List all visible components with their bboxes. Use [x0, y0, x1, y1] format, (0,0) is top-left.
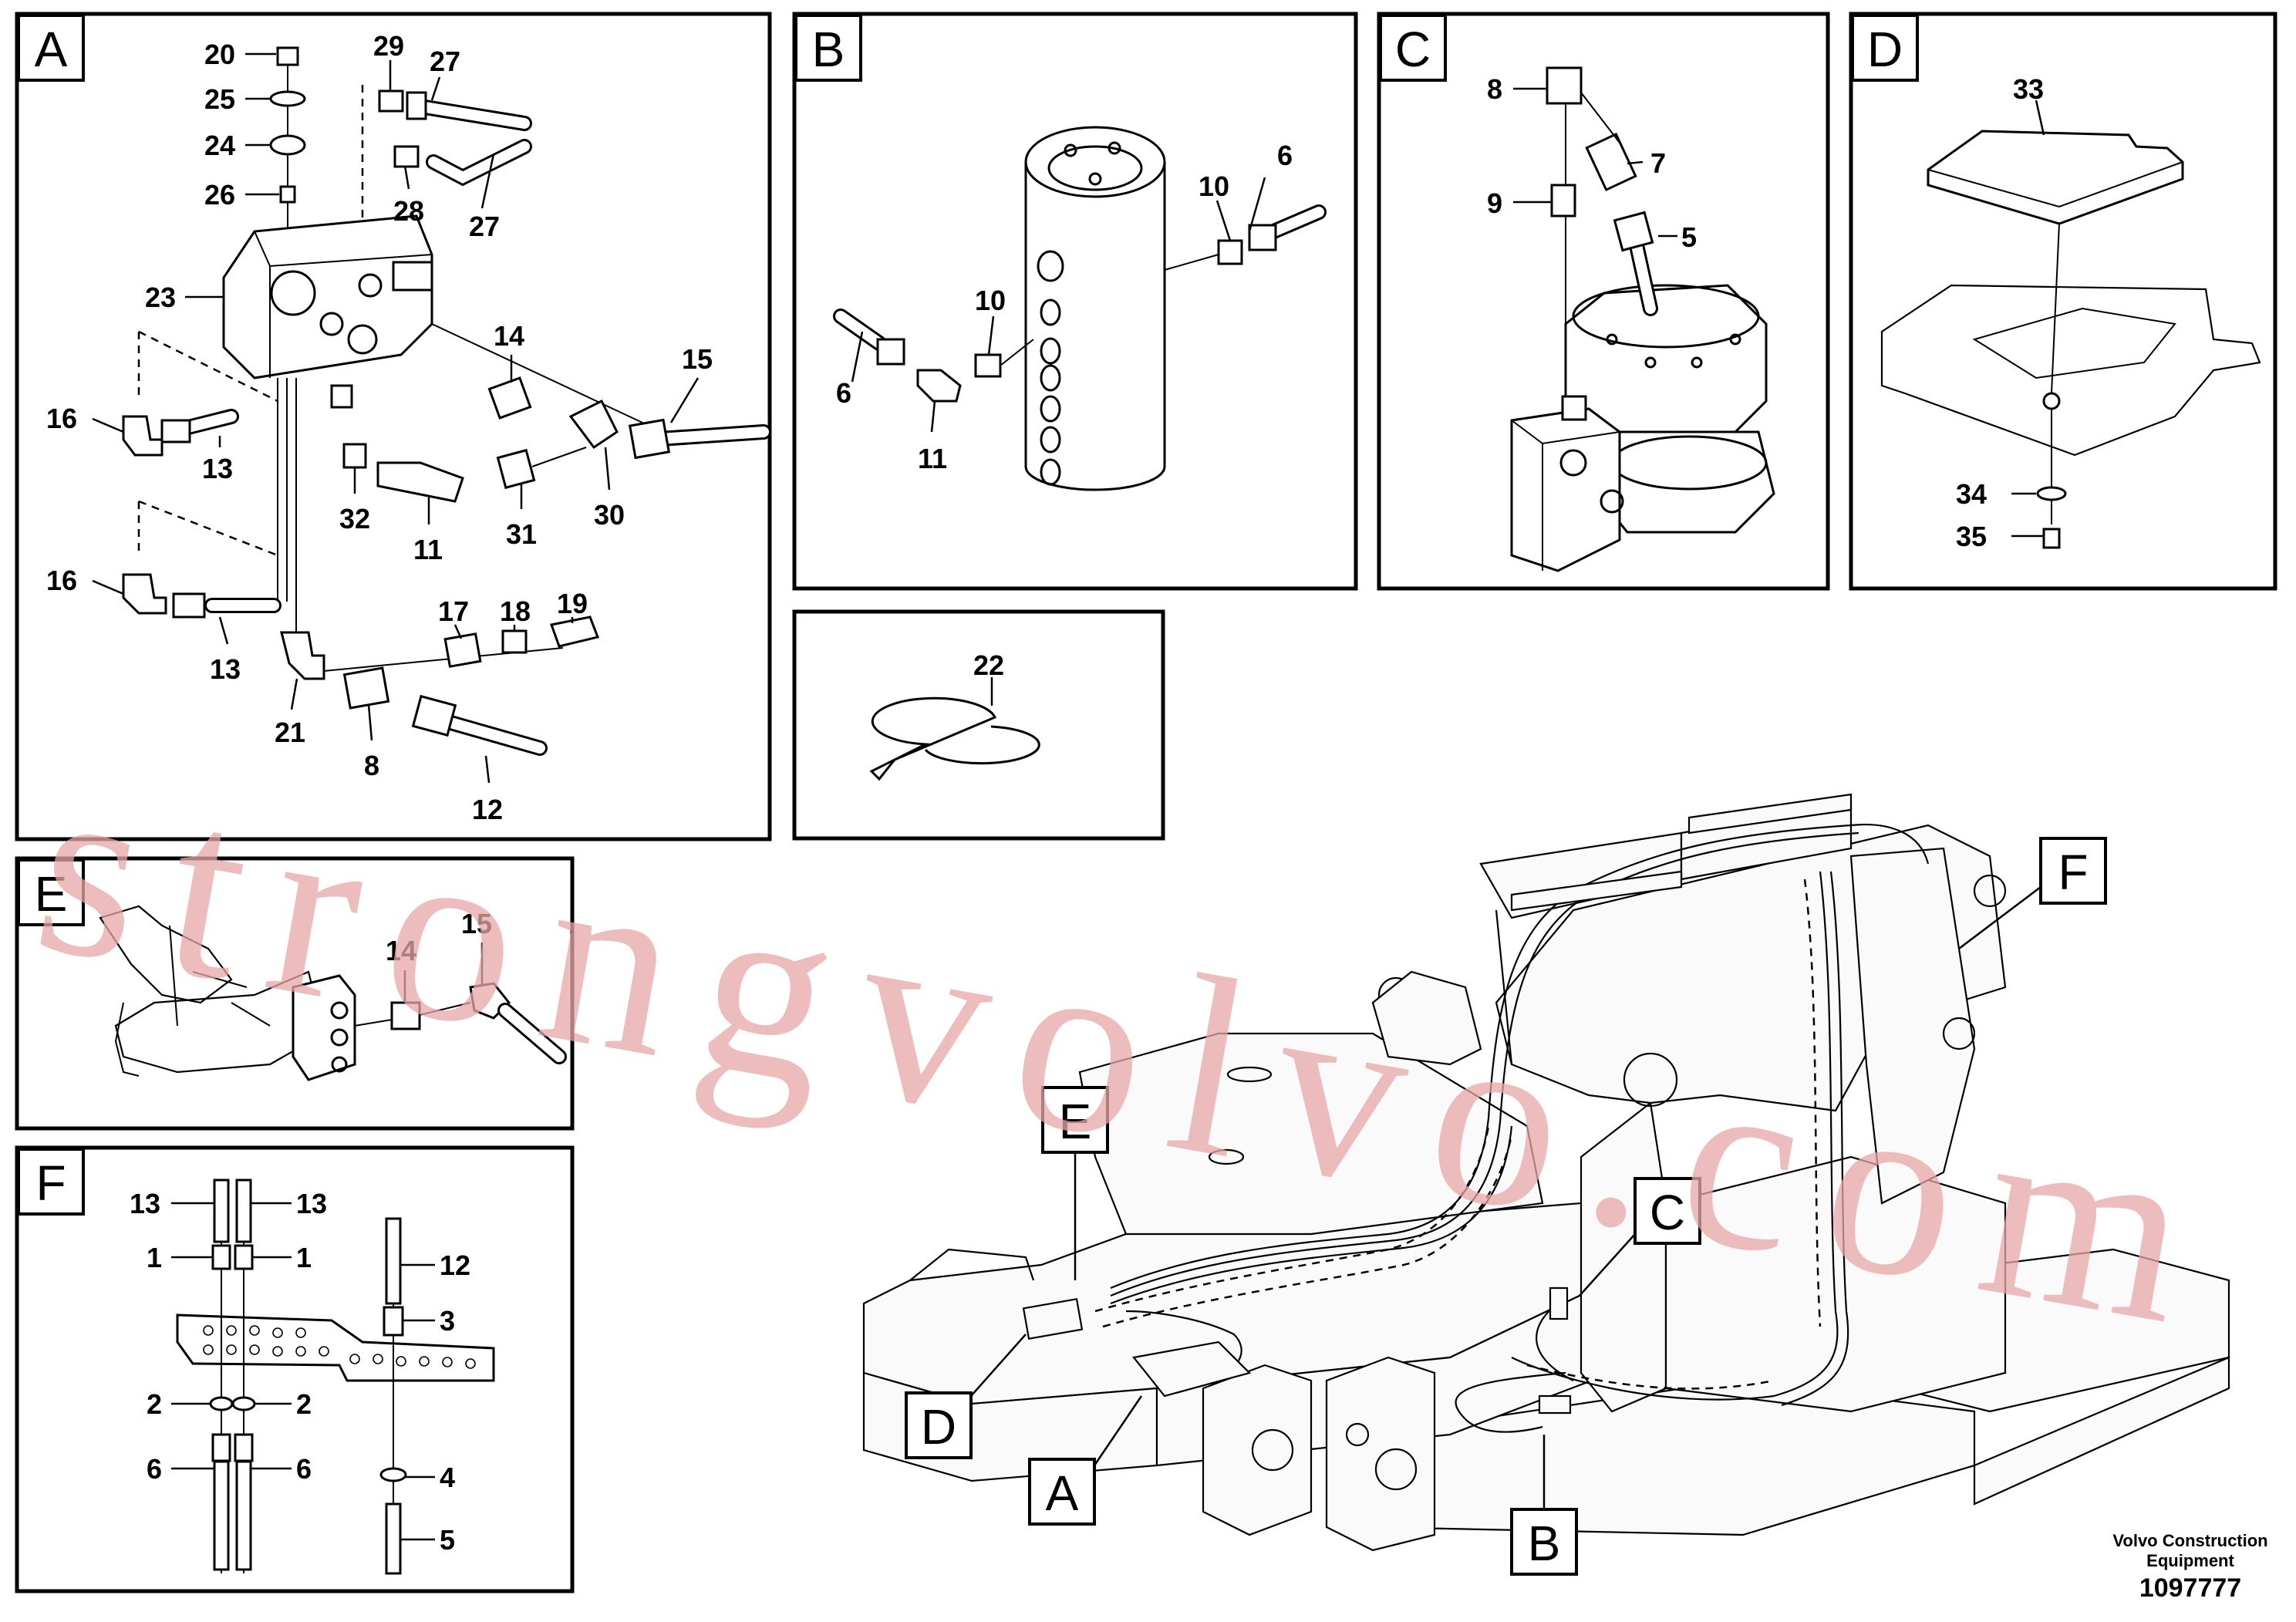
- callout-6-f-right: 6: [296, 1453, 312, 1485]
- callout-20: 20: [204, 39, 235, 70]
- panel-e: E 14 15: [15, 856, 575, 1131]
- callout-28: 28: [393, 195, 424, 227]
- callout-13-f-right: 13: [296, 1188, 327, 1219]
- callout-22: 22: [973, 649, 1004, 681]
- callout-15-e: 15: [461, 908, 492, 939]
- panel-f-letter: F: [35, 1155, 66, 1211]
- callout-12-f: 12: [440, 1249, 470, 1281]
- callout-29: 29: [373, 30, 404, 62]
- callout-2-right: 2: [296, 1388, 312, 1420]
- callout-8-c: 8: [1487, 73, 1502, 105]
- callout-32: 32: [339, 503, 370, 534]
- callout-16-lower: 16: [46, 565, 77, 596]
- panel-a-letter: A: [35, 22, 68, 77]
- callout-34: 34: [1956, 478, 1987, 510]
- fitting-stack-left: [209, 1179, 256, 1573]
- panel-d: D 33 34 35: [1849, 12, 2277, 591]
- fitting-stack-right: [379, 1217, 407, 1575]
- callout-30: 30: [594, 499, 625, 531]
- locator-a: A: [1046, 1465, 1079, 1521]
- callout-13-lower: 13: [210, 653, 241, 685]
- callout-3: 3: [440, 1305, 455, 1337]
- callout-6-right: 6: [1277, 140, 1293, 171]
- callout-11-b: 11: [918, 443, 947, 474]
- callout-18: 18: [500, 595, 531, 627]
- locator-c: C: [1650, 1185, 1685, 1240]
- document-number: 1097777: [2139, 1573, 2242, 1603]
- callout-11: 11: [413, 534, 443, 565]
- panel-a: A: [15, 12, 772, 841]
- panel-b-letter: B: [812, 22, 845, 77]
- callout-10-right: 10: [1199, 170, 1229, 202]
- footer-company-line1: Volvo Construction: [2112, 1531, 2268, 1550]
- callout-12: 12: [472, 794, 503, 825]
- callout-16-upper: 16: [46, 403, 77, 434]
- panel-f: F: [15, 1145, 575, 1593]
- callout-2-left: 2: [147, 1388, 162, 1420]
- panel-e-letter: E: [35, 866, 68, 922]
- callout-23: 23: [145, 282, 176, 313]
- locator-d: D: [921, 1399, 956, 1455]
- callout-25: 25: [204, 83, 235, 115]
- callout-5-c: 5: [1681, 221, 1697, 253]
- callout-10-left: 10: [975, 285, 1006, 316]
- callout-1-right: 1: [296, 1242, 312, 1273]
- callout-27-bottom: 27: [469, 211, 500, 242]
- panel-c-letter: C: [1395, 22, 1431, 77]
- footer-company: Volvo Construction Equipment: [2082, 1531, 2296, 1571]
- callout-14: 14: [494, 320, 524, 352]
- callout-21: 21: [275, 717, 305, 748]
- callout-35: 35: [1956, 521, 1987, 552]
- callout-15: 15: [682, 343, 713, 375]
- callout-1-left: 1: [147, 1242, 162, 1273]
- callout-19: 19: [557, 588, 588, 619]
- locator-f: F: [2058, 845, 2088, 900]
- callout-27-top: 27: [430, 46, 460, 77]
- callout-24: 24: [204, 130, 235, 161]
- callout-8: 8: [364, 750, 379, 781]
- callout-13-f-left: 13: [130, 1188, 160, 1219]
- callout-17: 17: [438, 595, 469, 627]
- callout-4: 4: [440, 1462, 455, 1493]
- callout-33: 33: [2013, 73, 2044, 105]
- callout-13-upper: 13: [202, 453, 233, 484]
- locator-e: E: [1059, 1094, 1092, 1149]
- panel-c: C 8 7 9 5: [1377, 12, 1830, 591]
- callout-26: 26: [204, 179, 235, 211]
- callout-14-e: 14: [386, 935, 416, 966]
- panel-d-letter: D: [1867, 22, 1903, 77]
- main-machine-view: E C F D A B: [862, 793, 2230, 1576]
- callout-31: 31: [506, 518, 537, 550]
- callout-7: 7: [1650, 147, 1666, 179]
- panel-cable-tie: 22: [792, 609, 1165, 841]
- callout-5-f: 5: [440, 1524, 455, 1556]
- callout-9: 9: [1487, 187, 1502, 219]
- footer-company-line2: Equipment: [2146, 1551, 2234, 1570]
- panel-b: B 6 10 10 6 11: [792, 12, 1358, 591]
- locator-b: B: [1528, 1516, 1561, 1571]
- callout-6-f-left: 6: [147, 1453, 162, 1485]
- callout-6-left: 6: [836, 377, 851, 409]
